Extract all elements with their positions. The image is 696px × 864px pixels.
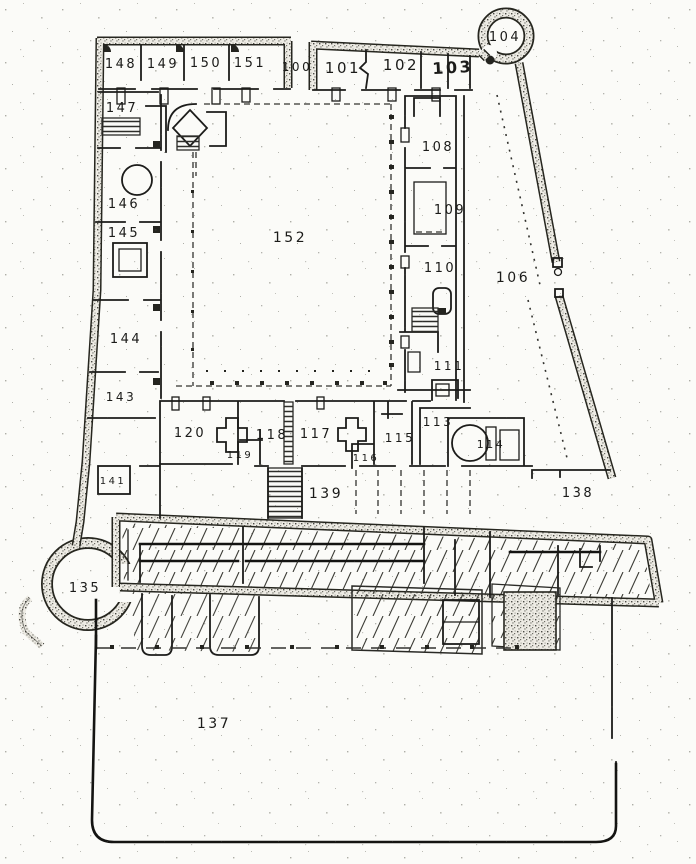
scan-noise-overlay <box>0 0 696 864</box>
floor-plan-svg: 1481491501511001011021031041471461451441… <box>0 0 696 864</box>
